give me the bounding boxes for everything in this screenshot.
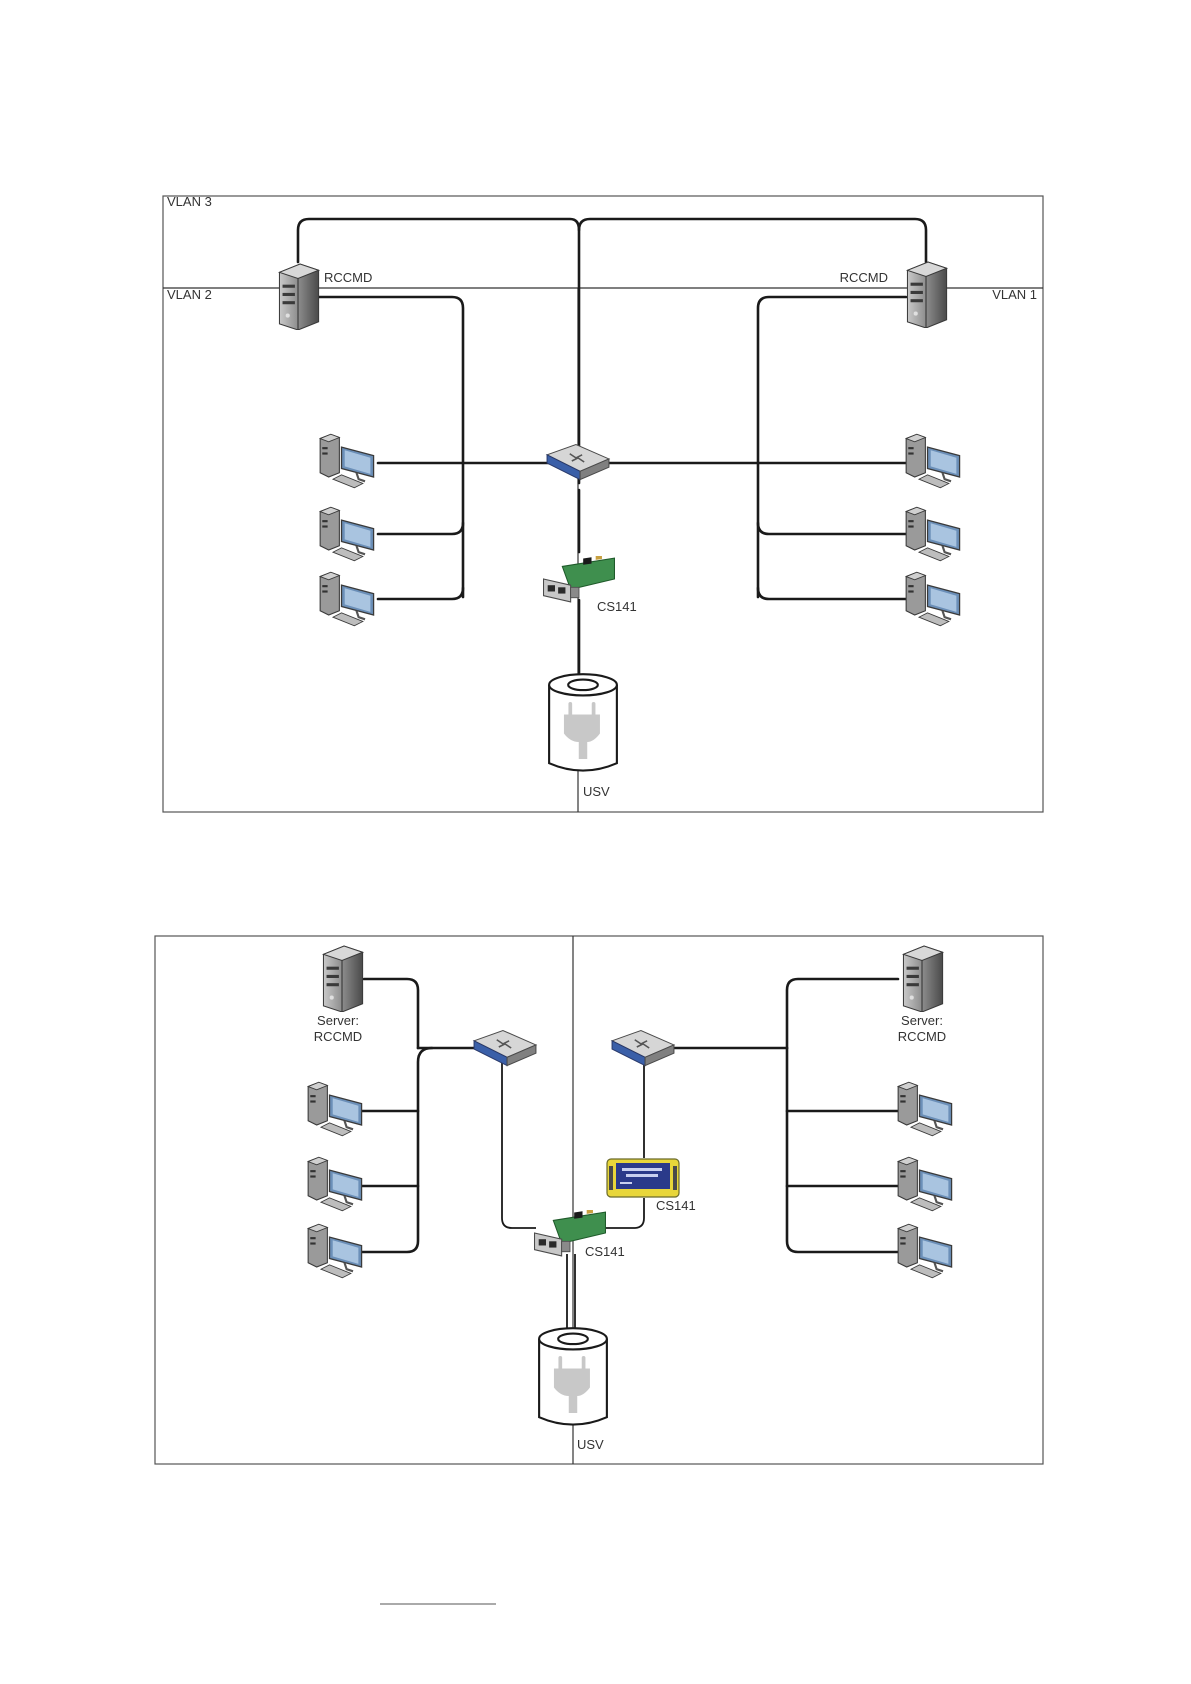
server-left-label-line2: RCCMD [314,1029,362,1044]
cs141-card-label: CS141 [585,1244,625,1259]
workstation-icon [898,1157,951,1210]
rccmd-left-label: RCCMD [324,270,372,285]
workstation-icon [906,434,959,487]
workstation-icon [308,1157,361,1210]
workstation-icon [320,572,373,625]
diagram-vlan: VLAN 3 VLAN 2 VLAN 1 RCCMD RCCMD [163,194,1043,812]
workstation-icon [898,1224,951,1277]
network-card-icon [544,554,615,602]
server-left-label-line1: Server: [317,1013,359,1028]
workstation-icon [898,1082,951,1135]
usv-label: USV [583,784,610,799]
vlan1-label: VLAN 1 [992,287,1037,302]
workstation-icon [320,507,373,560]
workstation-icon [308,1224,361,1277]
vlan2-label: VLAN 2 [167,287,212,302]
diagram-split: Server: RCCMD Server: RCCMD CS141 CS141 … [155,936,1043,1464]
usv-label: USV [577,1437,604,1452]
server-right-label-line2: RCCMD [898,1029,946,1044]
display-module-icon [607,1159,679,1197]
ups-icon [539,1328,607,1424]
network-switch-icon [612,1031,674,1066]
server-icon [907,262,946,328]
server-right-label-line1: Server: [901,1013,943,1028]
rccmd-right-label: RCCMD [840,270,888,285]
workstation-icon [906,572,959,625]
ups-icon [549,674,617,770]
server-icon [323,946,362,1012]
connection-lines [362,979,898,1330]
network-switch-icon [474,1031,536,1066]
server-icon [903,946,942,1012]
workstation-icon [906,507,959,560]
server-icon [279,264,318,330]
workstation-icon [308,1082,361,1135]
workstation-icon [320,434,373,487]
network-switch-icon [547,445,609,480]
cs141-label: CS141 [597,599,637,614]
vlan3-label: VLAN 3 [167,194,212,209]
cs141-display-label: CS141 [656,1198,696,1213]
